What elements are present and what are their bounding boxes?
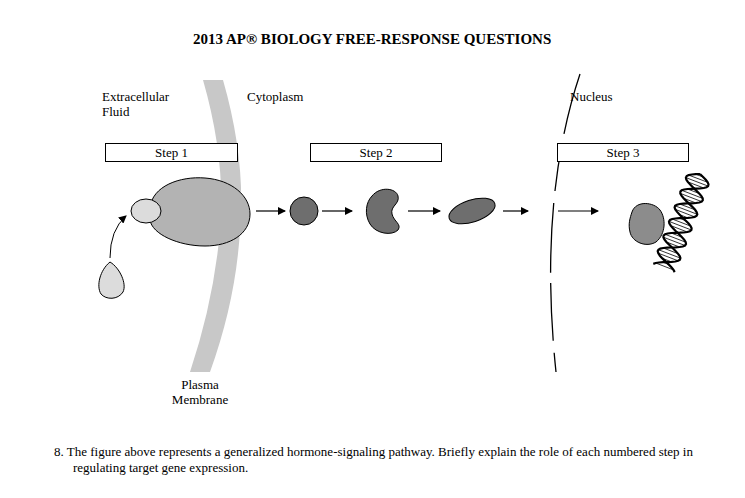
step-label: Step 3 xyxy=(601,145,646,160)
arrow xyxy=(256,210,285,211)
region-label: Cytoplasm xyxy=(247,89,337,104)
step-box: Step 2 xyxy=(310,143,442,162)
binding-arrow xyxy=(110,216,126,258)
step-box: Step 1 xyxy=(105,143,238,162)
bound-factor xyxy=(629,204,664,245)
bound-hormone xyxy=(131,199,161,223)
page-title: 2013 AP® BIOLOGY FREE-RESPONSE QUESTIONS xyxy=(193,32,551,47)
hormone xyxy=(99,262,124,298)
arrow xyxy=(503,210,528,211)
relay-molecule xyxy=(290,197,318,225)
step-label: Step 1 xyxy=(149,145,194,160)
receptor xyxy=(150,178,250,246)
arrow xyxy=(408,210,440,211)
step-label: Step 2 xyxy=(354,145,399,160)
nuclear-envelope xyxy=(551,74,580,372)
step-box: Step 3 xyxy=(557,143,689,162)
region-label: Nucleus xyxy=(570,89,650,104)
arrow xyxy=(558,210,598,211)
region-label: Plasma Membrane xyxy=(165,377,235,407)
arrow xyxy=(322,210,352,211)
transcription-factor xyxy=(446,193,498,229)
question-caption: 8. The figure above represents a general… xyxy=(54,444,718,476)
region-label: Extracellular Fluid xyxy=(102,89,192,119)
kinase-shape xyxy=(366,189,399,233)
dna-strand xyxy=(658,174,709,272)
